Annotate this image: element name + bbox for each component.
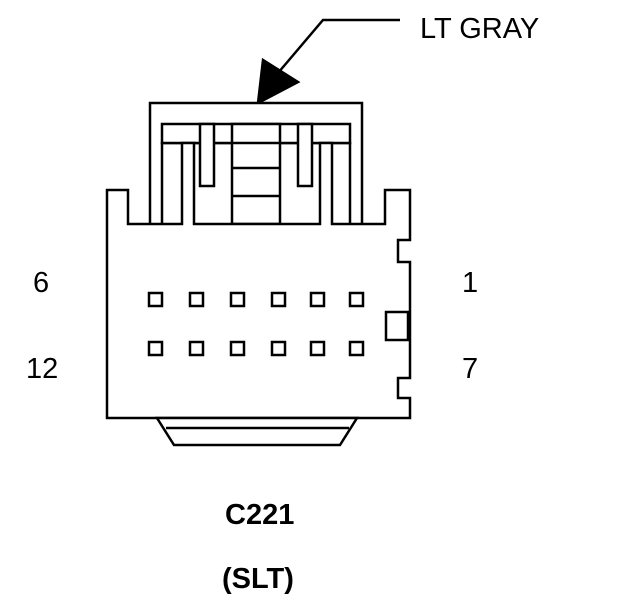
color-callout-label: LT GRAY [420,13,540,45]
polarization-key [384,310,410,342]
latch-tab-right [296,122,314,188]
pin-cavity-9 [270,340,287,357]
pin-label-bottom-right: 7 [462,353,479,385]
pin-label-top-right: 1 [462,267,479,299]
pin-cavity-10 [229,340,246,357]
pin-cavity-1 [348,291,365,308]
callout-arrowhead [256,57,301,106]
connector-variant-label: (SLT) [222,563,294,595]
callout-leader-line [277,18,400,74]
latch-center-block [230,122,282,226]
pin-label-bottom-left: 12 [26,353,59,385]
pin-cavity-2 [309,291,326,308]
pin-cavity-12 [147,340,164,357]
pin-cavity-11 [188,340,205,357]
pin-cavity-4 [229,291,246,308]
connector-id-label: C221 [225,499,295,531]
pin-cavity-6 [147,291,164,308]
pin-cavity-3 [270,291,287,308]
pin-cavity-5 [188,291,205,308]
pin-cavity-7 [348,340,365,357]
wire-seal [154,416,360,447]
connector-housing [105,141,412,420]
latch-tab-left [198,122,216,188]
pin-cavity-8 [309,340,326,357]
pin-label-top-left: 6 [33,267,50,299]
